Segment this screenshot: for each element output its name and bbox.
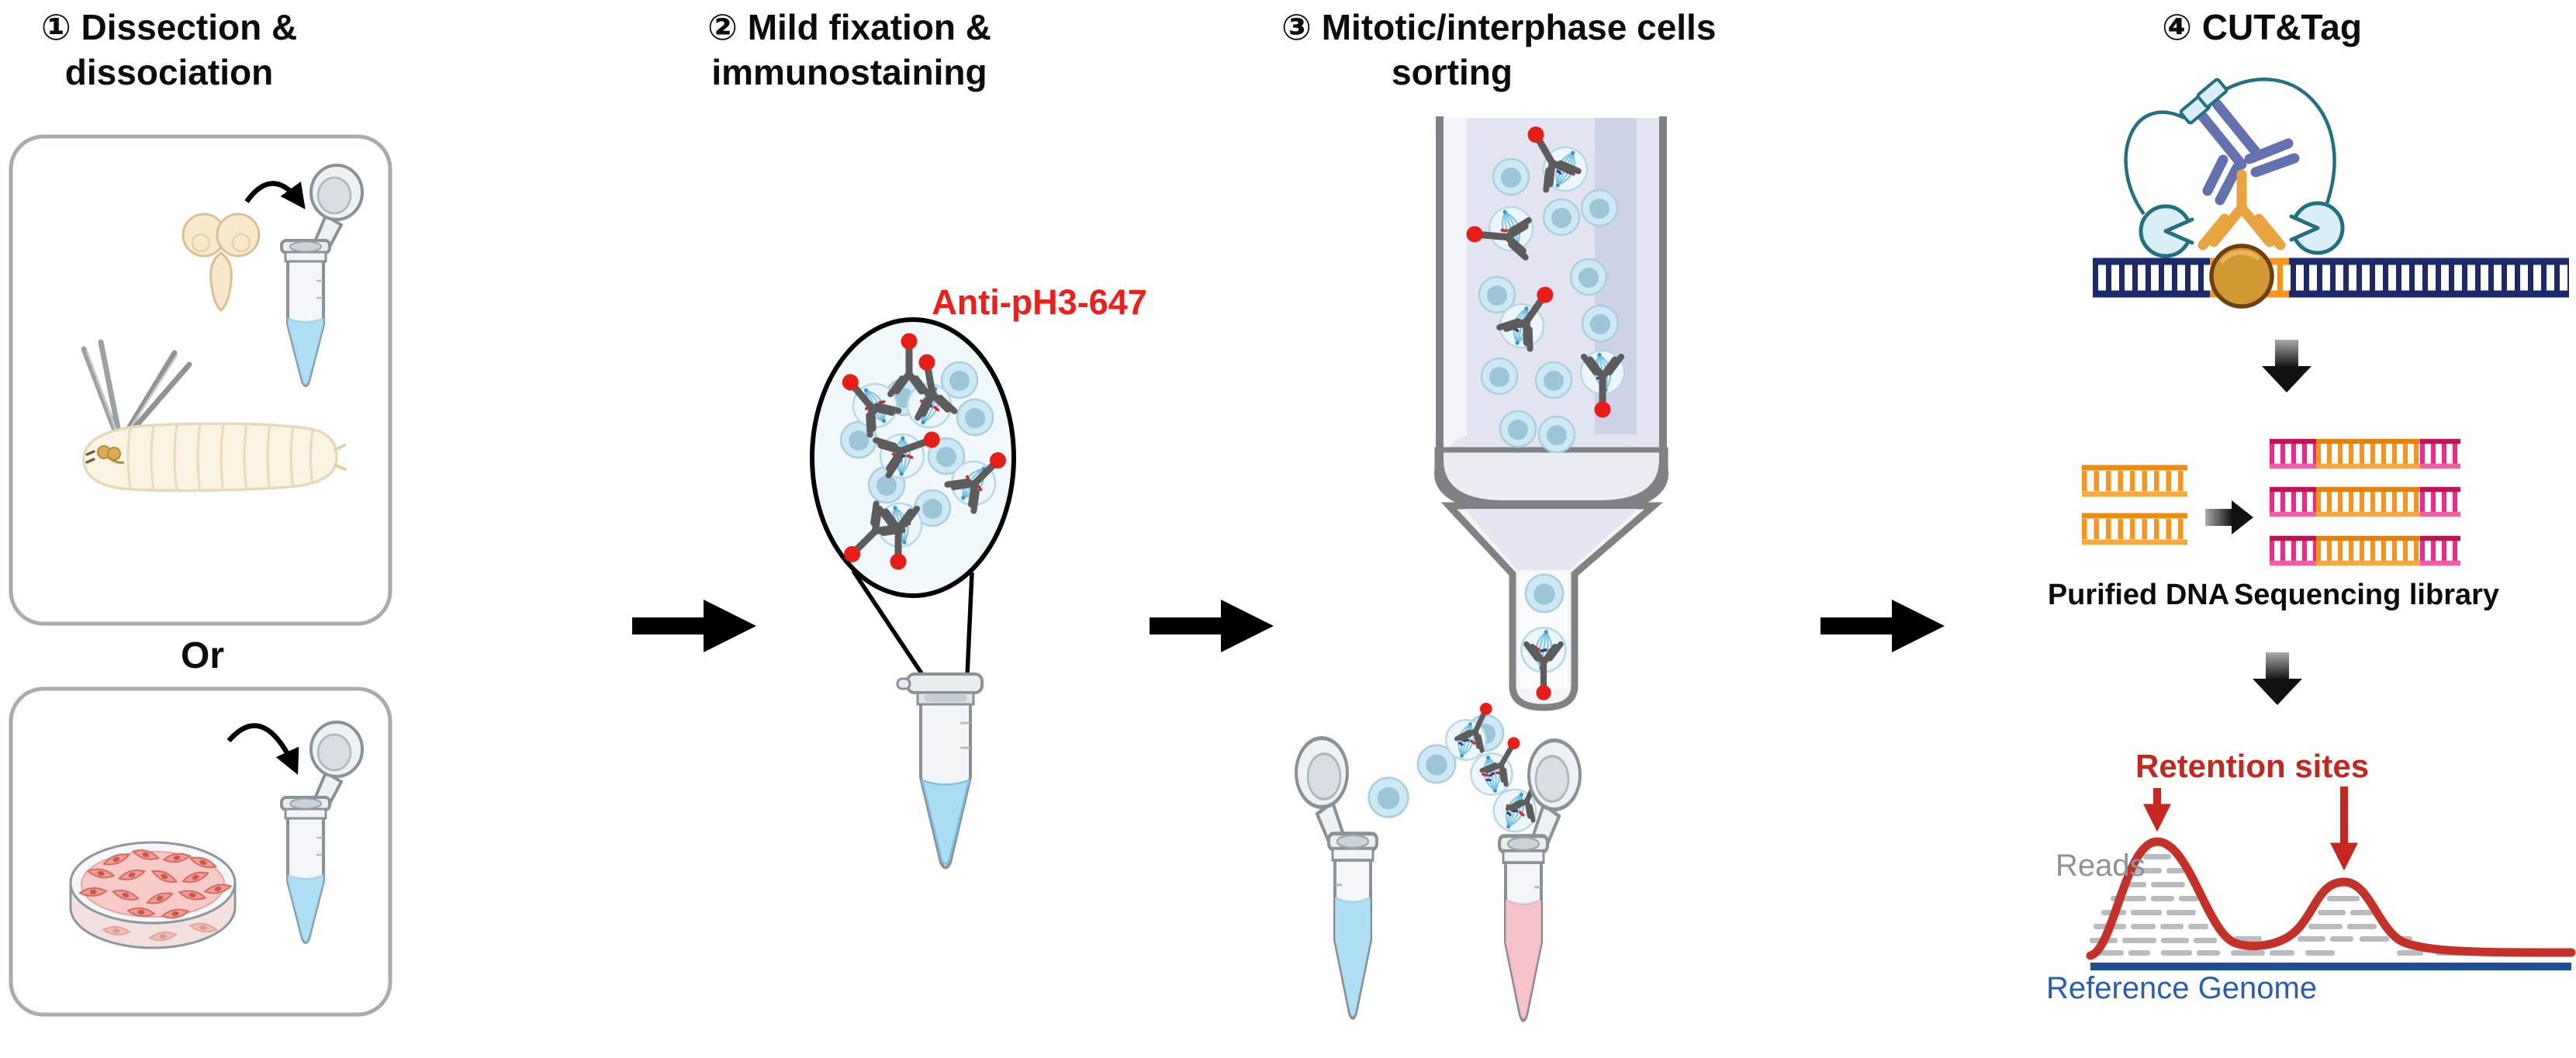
magnifier-funnel-line [965, 572, 974, 676]
petri-dish-icon [69, 841, 237, 949]
panel-dissection-bottom [9, 686, 392, 1017]
panel-dissection-top [9, 134, 392, 626]
gradient-arrow-icon [2262, 340, 2311, 392]
interphase-cell-icon [1537, 415, 1576, 454]
flow-arrow-icon [1820, 600, 1945, 652]
step4-title-line1: ④ CUT&Tag [2162, 7, 2362, 47]
interphase-cell-icon [1492, 157, 1530, 196]
sorted-streams [1296, 697, 1580, 1020]
secondary-antibody-icon [2196, 99, 2300, 206]
step1-title-line2: dissociation [64, 52, 274, 92]
tn5-tether [2220, 77, 2336, 204]
ladder-fragment-icon [2082, 465, 2187, 497]
larva-icon [82, 422, 347, 493]
interphase-cell-icon [1480, 357, 1519, 396]
gradient-arrow-icon [2253, 652, 2302, 705]
larval-brain-icon [182, 213, 261, 312]
step3-title-line2: sorting [1392, 52, 1513, 92]
step3-title-line1: ③ Mitotic/interphase cells [1281, 7, 1717, 47]
flow-arrow-icon [1150, 600, 1274, 652]
purified-dna-label: Purified DNA [2047, 579, 2230, 611]
gradient-arrow-icon [2205, 500, 2253, 534]
reference-genome-label: Reference Genome [2046, 971, 2318, 1005]
coverage-plot-icon [2086, 787, 2576, 970]
or-label: Or [180, 635, 224, 676]
tn5-transposase-icon [2288, 201, 2345, 255]
reads-label: Reads [2056, 849, 2146, 883]
sorter-nozzle [1440, 502, 1664, 711]
library-fragment-icon [2270, 438, 2460, 469]
interphase-cell-icon [1569, 258, 1608, 296]
immunostaining-group [810, 317, 1017, 870]
nucleosome-highlight [2219, 250, 2261, 264]
sequencing-adapter-icon [2179, 78, 2228, 125]
step2-title: ② Mild fixation & immunostaining [679, 5, 1020, 95]
tn5-transposase-icon [2139, 204, 2195, 258]
interphase-cell-icon [1368, 776, 1409, 818]
sequencing-library-group [2270, 438, 2460, 566]
nucleosome-icon [2209, 244, 2274, 309]
step1-title-line1: ① Dissection & [40, 7, 298, 47]
library-fragment-icon [2270, 535, 2460, 566]
dna-strand-icon [2093, 256, 2569, 299]
interphase-cell-icon [1534, 361, 1573, 399]
primary-antibody-icon [2197, 169, 2286, 251]
sequencing-library-label: Sequencing library [2233, 579, 2500, 611]
tn5-tether [2124, 110, 2185, 216]
step1-title: ① Dissection & dissociation [0, 5, 340, 95]
reads-peak-curve [2086, 837, 2576, 960]
forceps-icon [81, 339, 192, 437]
interphase-cell-icon [1542, 198, 1581, 237]
anti-ph3-label: Anti-pH3-647 [932, 282, 1147, 322]
purified-dna-group [2082, 465, 2187, 545]
library-fragment-icon [2270, 486, 2460, 517]
closed-tube-icon [896, 672, 984, 870]
flow-arrow-icon [632, 600, 756, 652]
transfer-arrow [244, 181, 306, 209]
cuttag-complex [2093, 77, 2569, 309]
interphase-cell-icon [1580, 188, 1619, 227]
magnifier-funnel-line [851, 569, 925, 677]
step3-title: ③ Mitotic/interphase cells sorting [1281, 5, 1717, 95]
sorter-column-icon [1434, 116, 1668, 711]
step2-title-line2: immunostaining [711, 52, 987, 92]
interphase-cell-icon [1524, 573, 1565, 614]
collection-tube-interphase [1296, 738, 1377, 1018]
ladder-fragment-icon [2082, 513, 2187, 545]
retention-sites-label: Retention sites [2135, 748, 2370, 784]
step2-title-line1: ② Mild fixation & [707, 7, 992, 47]
interphase-cell-icon [1499, 410, 1537, 448]
step4-title: ④ CUT&Tag [2091, 5, 2433, 50]
interphase-cell-icon [956, 398, 994, 437]
interphase-cell-icon [1581, 304, 1620, 343]
transfer-arrow [226, 723, 299, 775]
read-dashes [2090, 854, 2571, 956]
